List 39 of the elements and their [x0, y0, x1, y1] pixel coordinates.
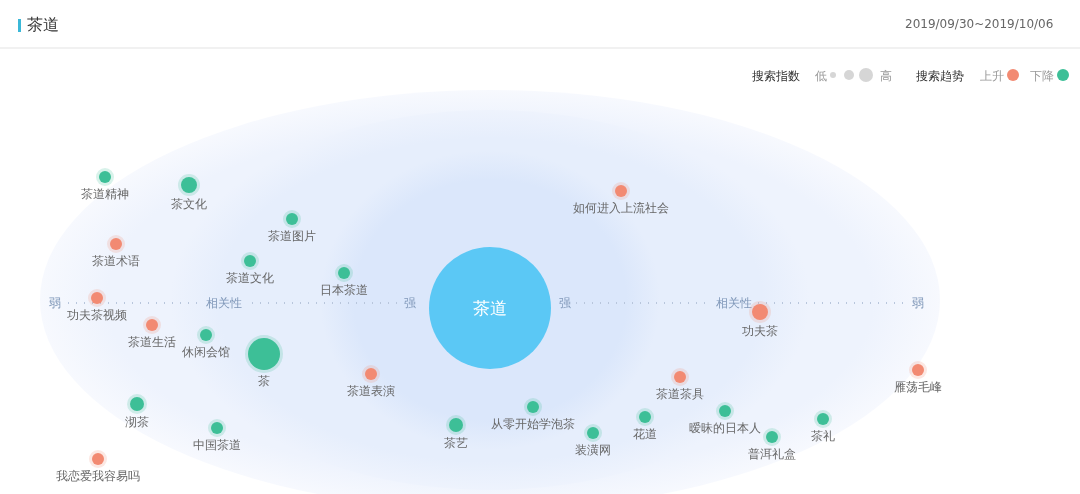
keyword-label: 茶文化	[171, 196, 207, 213]
keyword-label: 茶礼	[811, 428, 835, 445]
date-range: 2019/09/30~2019/10/06	[905, 17, 1054, 31]
keyword-label: 暧昧的日本人	[689, 420, 761, 437]
keyword-label: 装潢网	[575, 442, 611, 459]
keyword-label: 从零开始学泡茶	[491, 416, 575, 433]
keyword-label: 茶艺	[444, 435, 468, 452]
keyword-label: 茶道术语	[92, 253, 140, 270]
keyword-label: 中国茶道	[193, 437, 241, 454]
keyword-label: 沏茶	[125, 414, 149, 431]
keyword-label: 茶道表演	[347, 383, 395, 400]
keyword-label: 茶道文化	[226, 270, 274, 287]
keyword-label: 茶	[257, 373, 271, 390]
keyword-label: 普洱礼盒	[748, 446, 796, 463]
axis-label: 强	[404, 295, 416, 312]
legend-text: 下降	[1030, 68, 1054, 85]
keyword-label: 花道	[633, 426, 657, 443]
keyword-label: 茶道茶具	[656, 386, 704, 403]
keyword-label: 功夫茶	[742, 323, 778, 340]
axis-title: 相关性	[716, 295, 752, 312]
legend-text: 上升	[980, 68, 1004, 85]
axis-label: 强	[559, 295, 571, 312]
keyword-label: 茶道生活	[128, 334, 176, 351]
legend-heading: 搜索指数	[752, 68, 800, 85]
legend-text: 高	[880, 68, 892, 85]
keyword-label: 茶道图片	[268, 228, 316, 245]
keyword-label: 功夫茶视频	[67, 307, 127, 324]
legend-text: 低	[815, 68, 827, 85]
keyword-label: 日本茶道	[320, 282, 368, 299]
keyword-label: 茶道精神	[81, 186, 129, 203]
keyword-label: 休闲会馆	[182, 344, 230, 361]
axis-label: 弱	[49, 295, 61, 312]
keyword-label: 我恋爱我容易吗	[56, 468, 140, 485]
keyword-label: 如何进入上流社会	[573, 200, 669, 217]
chart-title: 茶道	[27, 15, 59, 36]
legend-heading: 搜索趋势	[916, 68, 964, 85]
keyword-label: 雁荡毛峰	[894, 379, 942, 396]
axis-title: 相关性	[206, 295, 242, 312]
axis-label: 弱	[912, 295, 924, 312]
